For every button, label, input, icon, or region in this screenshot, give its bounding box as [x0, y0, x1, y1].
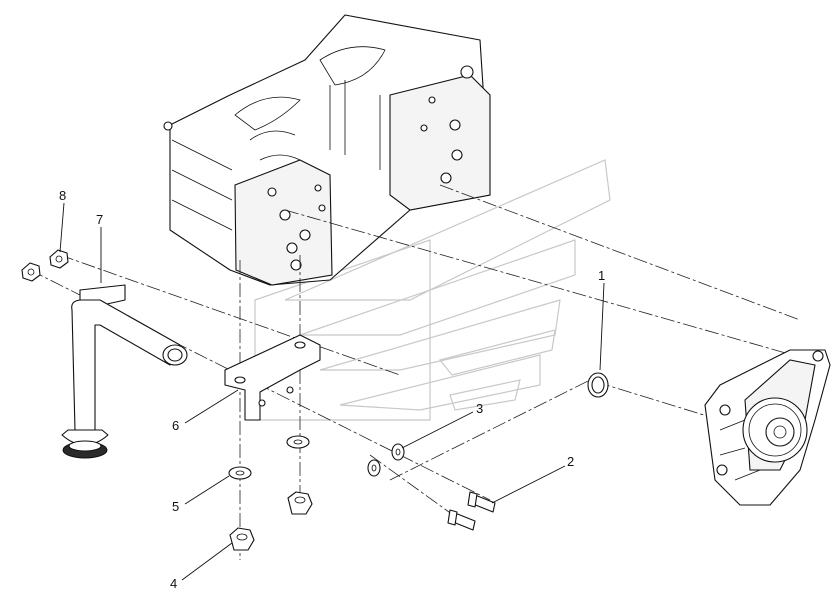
callout-5: 5	[172, 499, 179, 514]
oil-pump	[704, 349, 831, 506]
engine-block	[163, 14, 491, 286]
callout-7: 7	[96, 212, 103, 227]
callout-4: 4	[170, 576, 177, 591]
callout-labels: 1 2 3 4 5 6 7 8	[59, 188, 605, 591]
callout-6: 6	[172, 418, 179, 433]
washers-and-nuts	[228, 435, 313, 551]
callout-2: 2	[567, 454, 574, 469]
nut-pair	[21, 249, 69, 282]
bracket	[224, 334, 321, 421]
callout-3: 3	[476, 401, 483, 416]
suction-pipe	[61, 284, 188, 459]
leader-lines	[59, 202, 605, 581]
callout-8: 8	[59, 188, 66, 203]
o-ring	[587, 372, 609, 398]
washers-and-bolts	[367, 443, 496, 531]
callout-1: 1	[598, 268, 605, 283]
